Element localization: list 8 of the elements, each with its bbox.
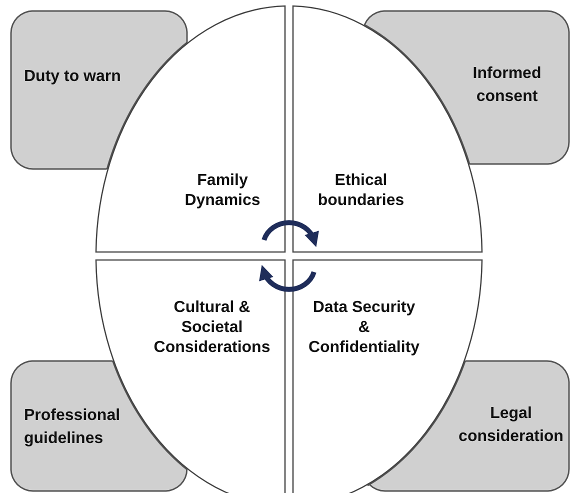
- quadrant-label: Family Dynamics: [184, 171, 262, 211]
- box-label: Duty to warn: [24, 67, 122, 87]
- box-label: Legal consideration: [458, 404, 564, 448]
- quadrant-label: Data Security & Confidentiality: [307, 298, 421, 358]
- box-label: Professional guidelines: [24, 406, 122, 450]
- quadrant-label: Ethical boundaries: [316, 171, 406, 211]
- quadrant-label: Cultural & Societal Considerations: [152, 298, 272, 358]
- box-label: Informed consent: [472, 64, 542, 108]
